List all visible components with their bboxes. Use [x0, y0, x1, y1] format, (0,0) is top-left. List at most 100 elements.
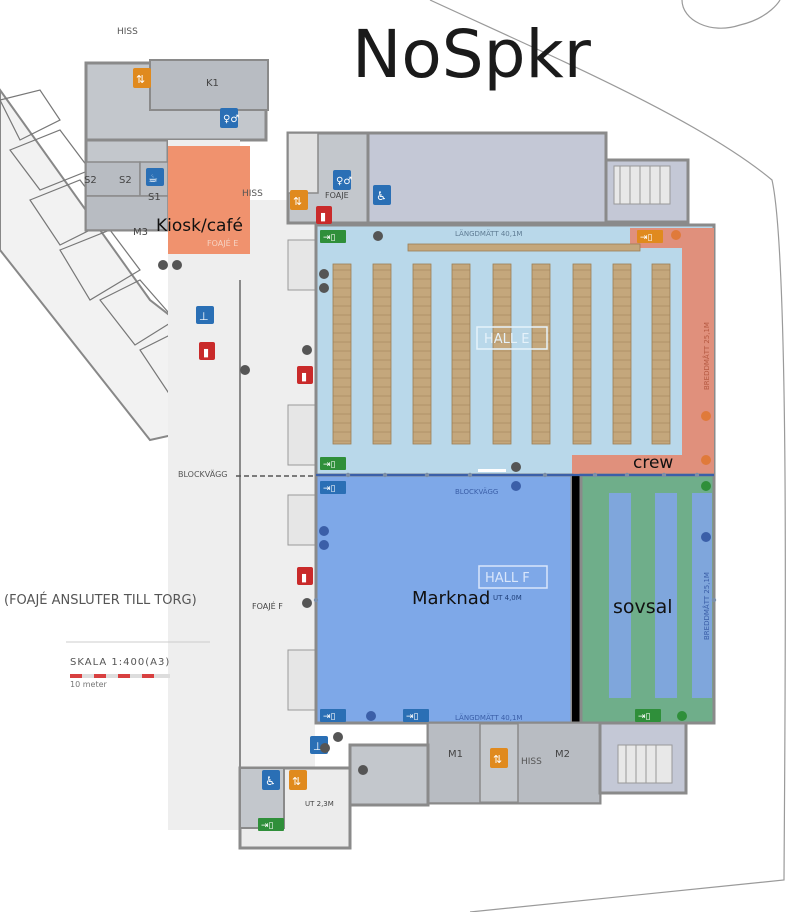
marker-dot — [701, 455, 711, 465]
hall-f-badge: HALL F — [478, 565, 548, 589]
marker-dot — [511, 462, 521, 472]
main-corridor — [168, 140, 240, 830]
svg-text:♀♂: ♀♂ — [336, 176, 352, 187]
emergency-exit-icon: ⇥▯ — [320, 481, 346, 494]
fire-extinguisher-icon: ▮ — [199, 342, 215, 360]
stair-top — [287, 132, 319, 194]
table-column — [572, 263, 592, 445]
foaje-torg-label: (FOAJÉ ANSLUTER TILL TORG) — [4, 593, 197, 608]
coffee-cup-icon: ☕ — [146, 168, 164, 186]
door-marker — [478, 469, 506, 472]
numbered-markers — [158, 230, 711, 775]
accessible-wc-icon: ♿ — [373, 185, 391, 205]
marknad-label: Marknad — [412, 588, 491, 609]
marker-dot — [158, 260, 168, 270]
kiosk-area — [168, 146, 250, 254]
elevator-icon: ⇅ — [133, 68, 151, 88]
kiosk-label: Kiosk/café — [156, 216, 243, 236]
foaje-label: FOAJE — [325, 191, 349, 200]
fire-extinguisher-icon: ▮ — [297, 567, 313, 585]
svg-text:⇅: ⇅ — [136, 73, 145, 86]
langdmatt-bottom-label: LÄNGDMÄTT 40,1M — [455, 713, 522, 722]
marker-dot — [320, 743, 330, 753]
ut-23-label: UT 2,3M — [305, 800, 334, 808]
wc-icon: ♀♂ — [220, 108, 239, 128]
marker-dot — [701, 481, 711, 491]
room-m1-label: M1 — [448, 749, 463, 760]
marker-dot — [366, 711, 376, 721]
side-stairs — [287, 239, 317, 711]
svg-text:♿: ♿ — [265, 774, 276, 788]
marker-dot — [511, 481, 521, 491]
table-column — [612, 263, 632, 445]
ut-40-label: UT 4,0M — [493, 594, 522, 602]
svg-text:⇅: ⇅ — [293, 195, 302, 208]
sovsal-label: sovsal — [613, 596, 673, 618]
crew-area — [572, 248, 714, 475]
stair-top-right — [613, 165, 671, 205]
room-s2b-label: S2 — [119, 175, 132, 186]
page-title: NoSpkr — [352, 16, 591, 93]
svg-text:HALL E: HALL E — [484, 332, 530, 347]
emergency-exit-icon: ⇥▯ — [320, 457, 346, 470]
room-m2 — [517, 722, 601, 804]
crew-label: crew — [633, 453, 674, 473]
foaje-f-label: FOAJÉ F — [252, 600, 283, 611]
svg-text:⇥▯: ⇥▯ — [323, 233, 336, 243]
svg-text:♀♂: ♀♂ — [223, 114, 239, 125]
marker-dot — [302, 598, 312, 608]
foaje-e-label: FOAJÉ E — [207, 237, 238, 248]
svg-text:⇥▯: ⇥▯ — [323, 484, 336, 494]
hiss-mid-label: HISS — [242, 189, 263, 199]
svg-text:⇥▯: ⇥▯ — [638, 712, 651, 722]
table-column — [451, 263, 471, 445]
svg-text:⇥▯: ⇥▯ — [323, 460, 336, 470]
marker-dot — [319, 269, 329, 279]
room-s1-label: S1 — [148, 192, 161, 203]
room-s2-label: S2 — [84, 175, 97, 186]
marker-dot — [240, 365, 250, 375]
table-strip — [407, 243, 641, 252]
fire-extinguisher-icon: ▮ — [297, 366, 313, 384]
emergency-exit-icon: ⇥▯ — [258, 818, 284, 831]
marker-dot — [358, 765, 368, 775]
black-divider — [572, 475, 581, 723]
room-m3 — [85, 195, 169, 231]
table-columns — [332, 263, 671, 445]
elevator-icon: ⇅ — [289, 770, 307, 790]
svg-text:⊥: ⊥ — [199, 310, 209, 323]
site-outline — [429, 0, 786, 913]
table-column — [492, 263, 512, 445]
hiss-bottom-label: HISS — [521, 757, 542, 767]
svg-text:⇅: ⇅ — [292, 775, 301, 788]
blockvagg-center-label: BLOCKVÄGG — [455, 487, 498, 496]
sovsal-beds — [609, 493, 712, 698]
marker-dot — [319, 540, 329, 550]
storage-top — [366, 131, 608, 225]
svg-text:⇥▯: ⇥▯ — [406, 712, 419, 722]
marker-dot — [701, 411, 711, 421]
marker-dot — [319, 526, 329, 536]
marker-dot — [333, 732, 343, 742]
svg-text:⇥▯: ⇥▯ — [261, 821, 274, 831]
emergency-exit-icon: ⇥▯ — [320, 709, 346, 722]
room-m2-label: M2 — [555, 749, 570, 760]
breddmatt-bottom-label: BREDDMÅTT 25,1M — [702, 572, 711, 640]
scale-meter-label: 10 meter — [70, 680, 107, 689]
room-s2 — [85, 161, 141, 197]
emergency-exit-icon: ⇥▯ — [403, 709, 429, 722]
room-k1-label: K1 — [206, 78, 219, 89]
svg-text:⇅: ⇅ — [493, 753, 502, 766]
hall-e-badge: HALL E — [476, 326, 548, 350]
marker-dot — [302, 345, 312, 355]
langdmatt-top-label: LÄNGDMÄTT 40,1M — [455, 229, 522, 238]
svg-text:HALL F: HALL F — [485, 571, 530, 586]
svg-text:▮: ▮ — [203, 346, 209, 359]
room-k1 — [149, 59, 269, 111]
room-m1 — [427, 722, 481, 804]
blockvagg-left-label: BLOCKVÄGG — [178, 470, 228, 479]
elevator-icon: ⇅ — [290, 190, 308, 210]
elevator-icon: ⇅ — [490, 748, 508, 768]
svg-text:▮: ▮ — [301, 370, 307, 383]
fire-extinguisher-icon: ▮ — [316, 206, 332, 224]
